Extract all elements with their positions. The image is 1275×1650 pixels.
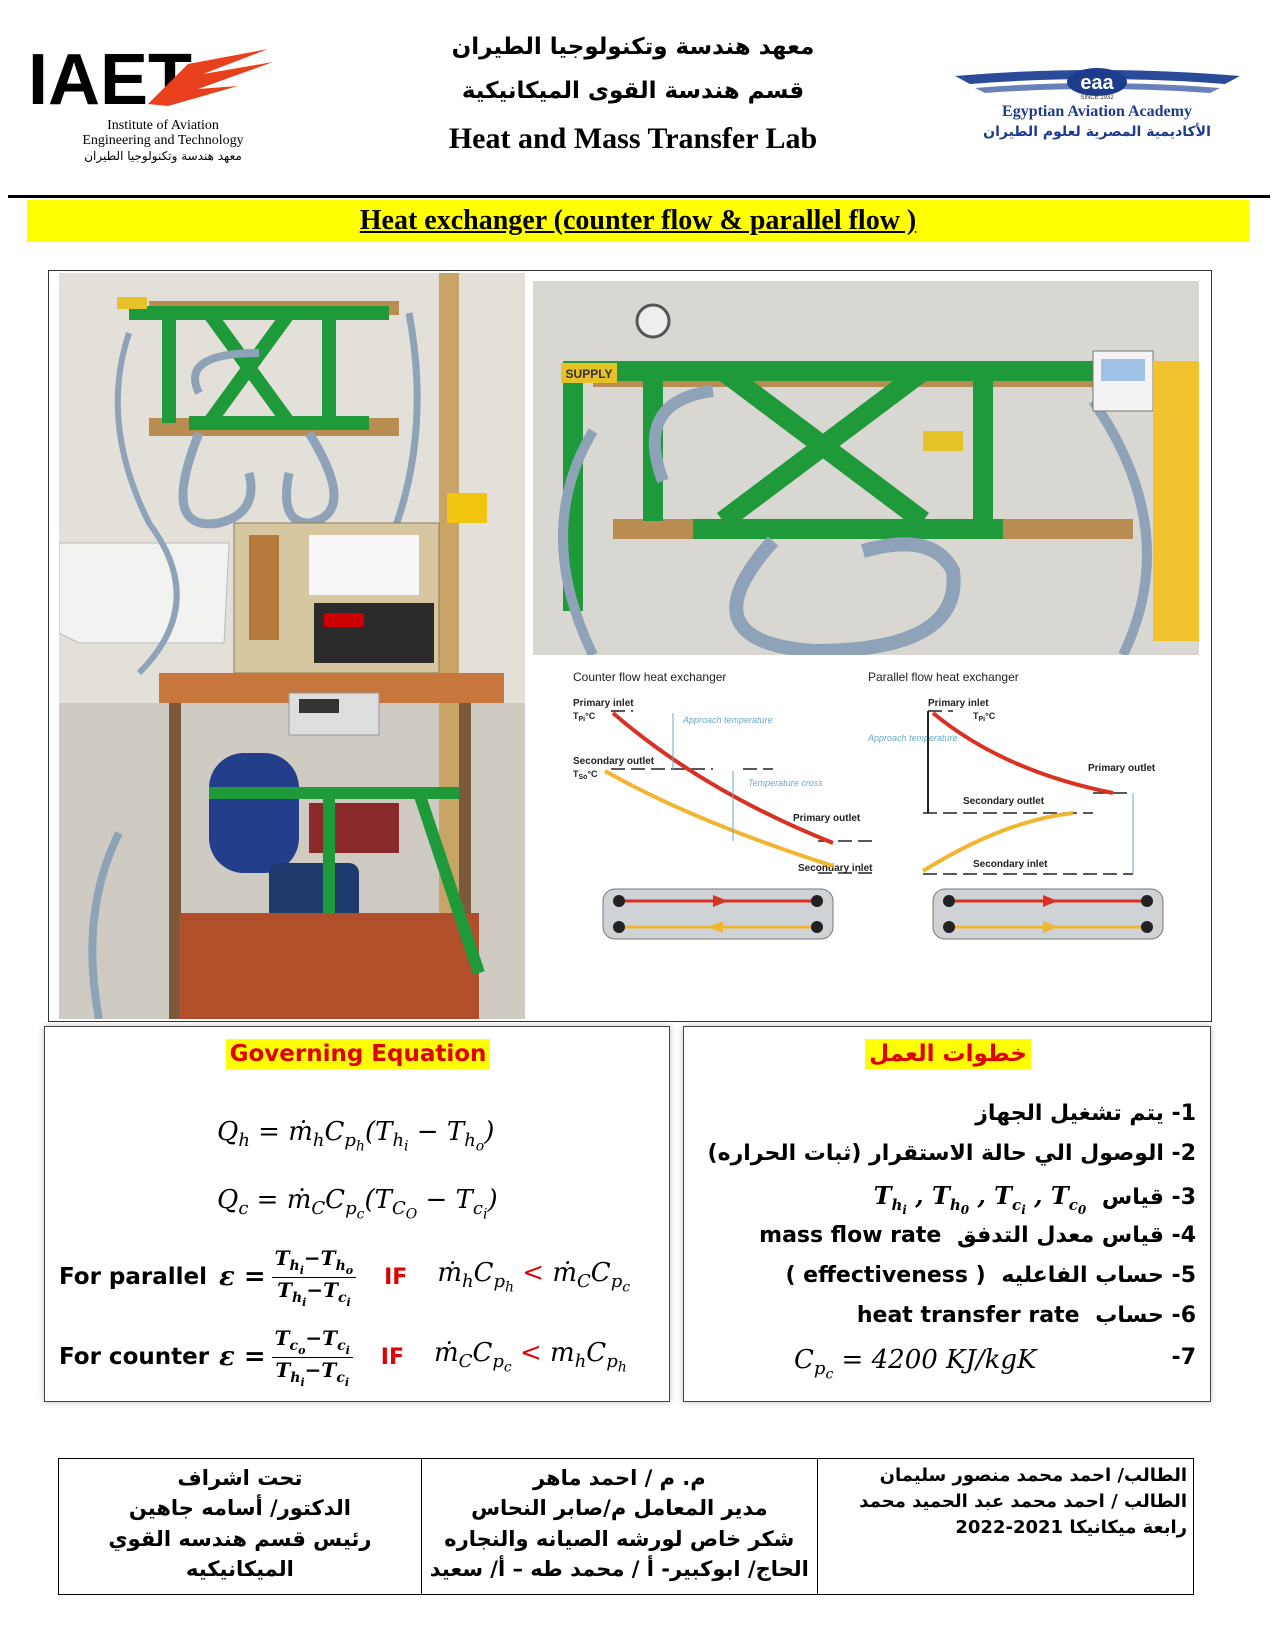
header-divider bbox=[8, 195, 1270, 198]
if-label-parallel: IF bbox=[384, 1264, 408, 1290]
rig-photo bbox=[59, 273, 525, 1019]
institute-name-ar: معهد هندسة وتكنولوجيا الطيران bbox=[451, 34, 815, 60]
counter-effectiveness-fraction: Tco−Tci Thi−Tci bbox=[271, 1326, 353, 1388]
counter-cross: Temperature cross bbox=[748, 778, 823, 788]
counter-secondary-inlet: Secondary inlet bbox=[798, 863, 873, 874]
title-bar: Heat exchanger (counter flow & parallel … bbox=[27, 200, 1249, 242]
signature-table: تحت اشراف الدكتور/ أسامه جاهين رئيس قسم … bbox=[58, 1458, 1195, 1595]
counter-flow-diagram: Counter flow heat exchanger Primary inle… bbox=[573, 670, 873, 940]
counter-approach: Approach temperature bbox=[682, 715, 773, 725]
step-3: 3- قياس Thi , Th0 , Tci , Tc0 bbox=[873, 1181, 1196, 1217]
step-5: 5- حساب الفاعليه ( effectiveness ) bbox=[785, 1263, 1196, 1288]
work-steps-box: خطوات العمل 1- يتم تشغيل الجهاز 2- الوصو… bbox=[683, 1026, 1211, 1402]
eaa-logo: eaa SINCE 1932 Egyptian Aviation Academy… bbox=[955, 66, 1240, 146]
eaa-name-ar: الأكاديمية المصرية لعلوم الطيران bbox=[983, 123, 1211, 140]
pipe-closeup-photo: SUPPLY bbox=[533, 281, 1199, 655]
parallel-title: Parallel flow heat exchanger bbox=[868, 670, 1019, 684]
supervision-cell: تحت اشراف الدكتور/ أسامه جاهين رئيس قسم … bbox=[58, 1458, 422, 1595]
eaa-since: SINCE 1932 bbox=[1080, 95, 1114, 101]
for-counter-label: For counter bbox=[59, 1344, 210, 1370]
governing-equation-box: Governing Equation Qh = ṁhCph(Thi − Tho)… bbox=[44, 1026, 670, 1402]
if-label-counter: IF bbox=[380, 1344, 404, 1370]
step-2: 2- الوصول الي حالة الاستقرار (ثبات الحرا… bbox=[707, 1141, 1196, 1166]
parallel-effectiveness-row: For parallel ε = Thi−Tho Thi−Tci IF ṁhCp… bbox=[59, 1245, 631, 1309]
eaa-name-en: Egyptian Aviation Academy bbox=[1002, 103, 1192, 120]
eaa-mark: eaa bbox=[1080, 72, 1114, 94]
counter-effectiveness-row: For counter ε = Tco−Tci Thi−Tci IF ṁCCpc… bbox=[59, 1325, 627, 1389]
svg-text:TPi°C: TPi°C bbox=[573, 711, 596, 723]
parallel-flow-diagram: Parallel flow heat exchanger Primary inl… bbox=[867, 670, 1164, 940]
svg-text:TPi°C: TPi°C bbox=[973, 711, 996, 723]
steps-heading: خطوات العمل bbox=[865, 1039, 1031, 1069]
counter-title: Counter flow heat exchanger bbox=[573, 670, 726, 684]
logo-mark: IAET bbox=[28, 44, 192, 120]
figure-box: SUPPLY Counter flow heat exchanger Prima… bbox=[48, 270, 1212, 1022]
governing-heading: Governing Equation bbox=[225, 1039, 491, 1069]
department-name-ar: قسم هندسة القوى الميكانيكية bbox=[461, 78, 805, 104]
logo-line1: Institute of Aviation bbox=[107, 118, 219, 133]
page-title: Heat exchanger (counter flow & parallel … bbox=[359, 205, 917, 236]
svg-text:TSo°C: TSo°C bbox=[573, 769, 598, 781]
step-4: 4- قياس معدل التدفق mass flow rate bbox=[759, 1223, 1196, 1248]
for-parallel-label: For parallel bbox=[59, 1264, 208, 1290]
logo-line2: Engineering and Technology bbox=[82, 133, 243, 148]
thanks-cell: م. م / احمد ماهر مدير المعامل م/صابر الن… bbox=[420, 1458, 818, 1595]
step-1: 1- يتم تشغيل الجهاز bbox=[975, 1101, 1196, 1126]
flow-diagrams: Counter flow heat exchanger Primary inle… bbox=[533, 661, 1199, 1017]
parallel-approach: Approach temperature bbox=[867, 733, 958, 743]
students-cell: الطالب/ احمد محمد منصور سليمان الطالب / … bbox=[816, 1458, 1195, 1595]
step-7-number: 7- bbox=[1171, 1345, 1196, 1370]
lab-name: Heat and Mass Transfer Lab bbox=[448, 122, 818, 155]
iaet-logo: IAET Institute of Aviation Engineering a… bbox=[28, 40, 318, 164]
parallel-secondary-inlet: Secondary inlet bbox=[973, 859, 1048, 870]
parallel-effectiveness-fraction: Thi−Tho Thi−Tci bbox=[271, 1246, 357, 1308]
parallel-primary-inlet: Primary inlet bbox=[928, 698, 989, 709]
logo-line3: معهد هندسة وتكنولوجيا الطيران bbox=[84, 149, 242, 164]
equation-qh: Qh = ṁhCph(Thi − Tho) bbox=[217, 1117, 495, 1155]
counter-secondary-outlet: Secondary outlet bbox=[573, 756, 655, 767]
parallel-secondary-outlet: Secondary outlet bbox=[963, 796, 1045, 807]
step-7-cp-value: Cpc = 4200 KJ/kgK bbox=[794, 1345, 1037, 1383]
step-6: 6- حساب heat transfer rate bbox=[856, 1303, 1196, 1328]
equation-qc: Qc = ṁCCpc(TCO − Tci) bbox=[217, 1185, 498, 1223]
parallel-primary-outlet: Primary outlet bbox=[1088, 763, 1156, 774]
supply-label: SUPPLY bbox=[566, 367, 613, 381]
counter-primary-inlet: Primary inlet bbox=[573, 698, 634, 709]
counter-primary-outlet: Primary outlet bbox=[793, 813, 861, 824]
